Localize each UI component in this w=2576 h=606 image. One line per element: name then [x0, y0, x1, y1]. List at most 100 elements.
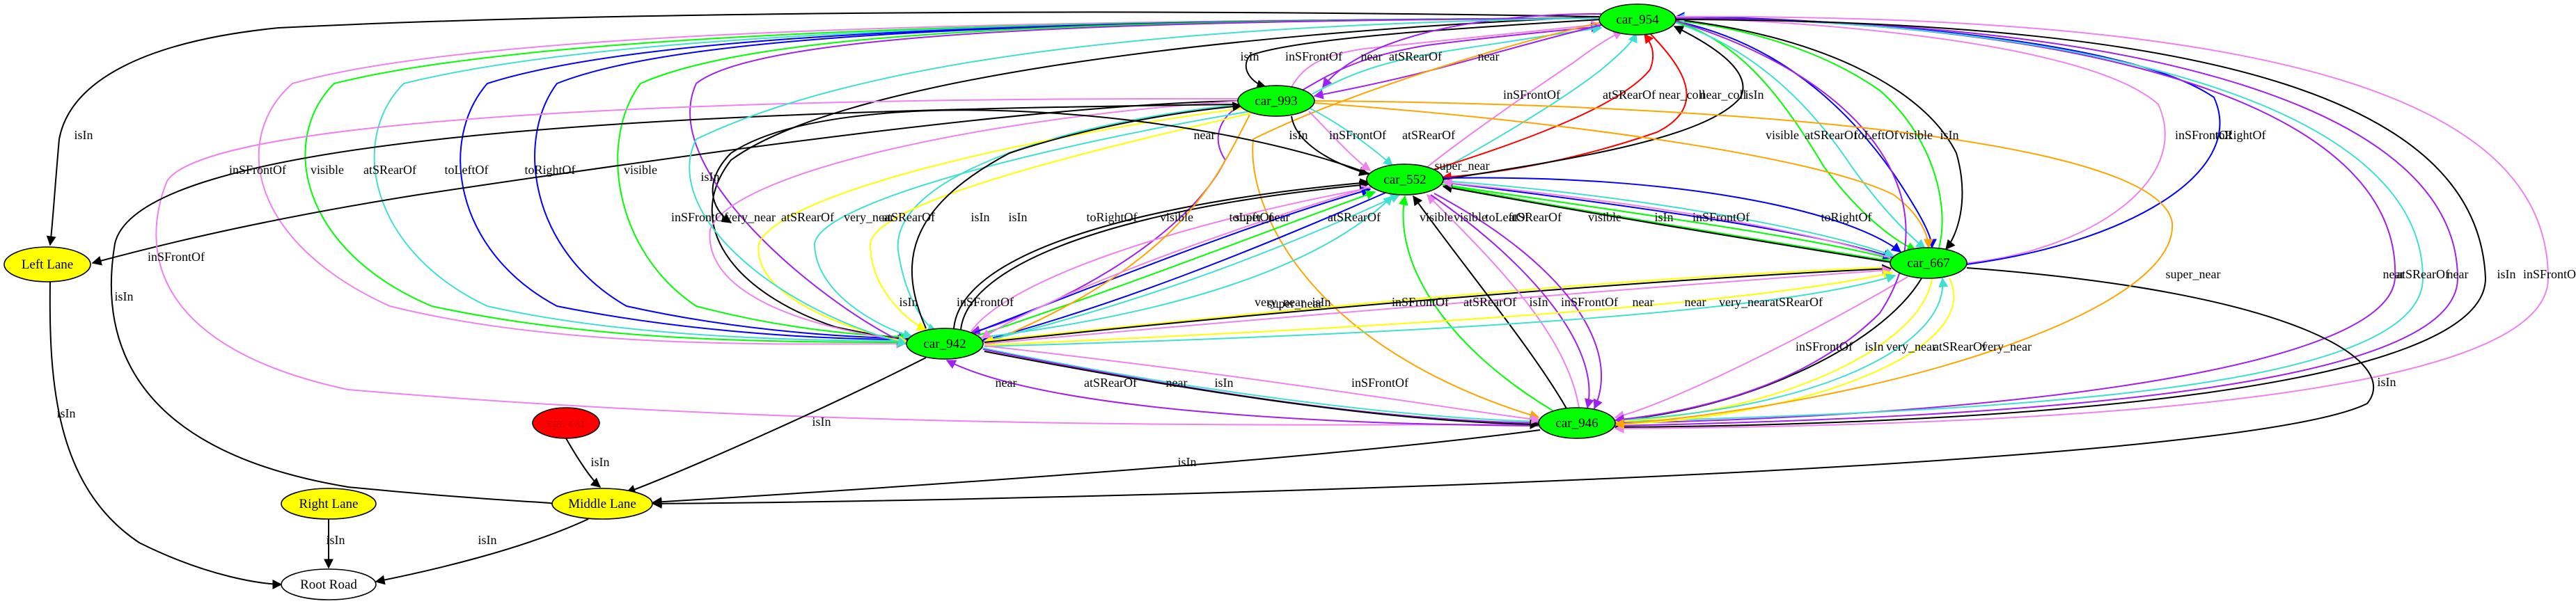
edge-near-car_954-to-car_946: [1614, 17, 2459, 431]
node-shape: [551, 488, 653, 520]
edge-atSRearOf-car_942-to-car_552: [984, 193, 1401, 342]
edge-inSFrontOf-car_993-to-car_552: [1308, 111, 1372, 171]
edge-label-atSRearOf: atSRearOf: [1328, 210, 1381, 224]
node-car-946[interactable]: car_946: [1538, 407, 1616, 439]
edge-label-near: near: [2447, 267, 2469, 281]
edge-label-super_near: super_near: [1435, 159, 1490, 173]
edge-isIn-car_993-to-car_552: [1291, 115, 1369, 176]
edge-label-isIn: isIn: [971, 210, 990, 224]
node-car-993[interactable]: car_993: [1237, 85, 1315, 117]
edge-toRightOf-car_552-to-car_667: [1443, 177, 1902, 253]
edge-isIn-left_lane-to-root_road: [49, 281, 283, 589]
edge-atSRearOf-car_954-to-car_942: [689, 17, 1600, 346]
node-label: car_552: [1383, 173, 1426, 187]
edge-label-inSFrontOf: inSFrontOf: [1285, 49, 1342, 63]
node-shape: [906, 328, 984, 360]
edge-label-near: near: [1633, 295, 1654, 309]
edge-atSRearOf-car_993-to-car_552: [1308, 107, 1394, 166]
edge-label-isIn: isIn: [327, 533, 345, 547]
edge-super_near-car_993-to-car_942: [984, 114, 1250, 345]
edge-label-isIn: isIn: [1178, 455, 1197, 469]
edge-label-inSFrontOf: inSFrontOf: [1693, 210, 1750, 224]
edge-label-very_near: very_near: [725, 210, 776, 224]
edge-label-inSFrontOf: inSFrontOf: [1351, 376, 1408, 390]
edge-label-isIn: isIn: [591, 455, 610, 469]
edge-isIn-car_954-to-car_667: [1675, 19, 1963, 250]
edge-label-super_near: super_near: [1268, 296, 1323, 310]
edge-label-atSRearOf: atSRearOf: [781, 210, 834, 224]
node-middle-lane[interactable]: Middle Lane: [551, 488, 653, 520]
edge-visible-car_954-to-car_667: [1674, 20, 1917, 252]
edge-label-isIn: isIn: [1745, 88, 1764, 102]
edge-label-visible: visible: [1454, 210, 1487, 224]
edge-inSFrontOf-car_667-to-car_946: [1614, 276, 1908, 420]
edge-isIn-middle_lane-to-root_road: [375, 518, 589, 585]
edge-isIn-car_993-to-left_lane: [91, 100, 1240, 266]
edge-label-isIn: isIn: [478, 533, 497, 547]
node-ego-car[interactable]: ego car: [532, 407, 600, 439]
edge-label-inSFrontOf: inSFrontOf: [957, 295, 1014, 309]
edge-near-car_552-to-car_946: [1430, 194, 1594, 409]
edge-atSRearOf-car_552-to-car_954: [1440, 32, 1638, 170]
edge-label-visible: visible: [1766, 128, 1799, 142]
node-shape: [1237, 85, 1315, 117]
edge-atSRearOf-car_942-to-car_667: [984, 273, 1896, 347]
edge-label-atSRearOf: atSRearOf: [882, 210, 935, 224]
node-shape: [1890, 247, 1968, 279]
node-shape: [1538, 407, 1616, 439]
node-car-552[interactable]: car_552: [1366, 164, 1444, 196]
edge-inSFrontOf-car_667-to-car_552: [1442, 178, 1898, 261]
node-car-954[interactable]: car_954: [1599, 3, 1676, 35]
edge-atSRearOf-car_552-to-car_667: [1443, 180, 1895, 258]
edge-label-isIn: isIn: [1865, 340, 1884, 353]
edge-isIn-car_954-to-left_lane: [46, 11, 1600, 246]
edge-label-near: near: [996, 376, 1017, 390]
edge-isIn-car_552-to-car_954: [712, 109, 1371, 223]
node-left-lane[interactable]: Left Lane: [3, 246, 91, 282]
edge-label-isIn: isIn: [1940, 128, 1959, 142]
edge-label-isIn: isIn: [900, 295, 918, 309]
node-car-667[interactable]: car_667: [1890, 247, 1968, 279]
edge-atSRearOf-car_993-to-car_942: [813, 111, 1250, 340]
edge-near-car_954-to-car_946: [1614, 17, 2396, 428]
edge-label-inSFrontOf: inSFrontOf: [1392, 295, 1449, 309]
edge-very_near-car_993-to-car_942: [869, 112, 1254, 331]
edge-near-car_954-to-car_942: [689, 17, 1600, 345]
edge-label-very_near: very_near: [1255, 295, 1305, 309]
edge-label-super_near: super_near: [2166, 267, 2221, 281]
edge-label-visible: visible: [1420, 210, 1453, 224]
edge-label-atSRearOf: atSRearOf: [1603, 88, 1656, 102]
edge-label-near: near: [1478, 49, 1500, 63]
edge-label-visible: visible: [311, 163, 344, 177]
edge-label-inSFrontOf: inSFrontOf: [2523, 267, 2576, 281]
node-shape: [3, 246, 91, 282]
edge-label-atSRearOf: atSRearOf: [1402, 128, 1455, 142]
edge-inSFrontOf-car_942-to-car_667: [984, 265, 1892, 344]
edge-labels-layer: isIn inSFrontOf near atSRearOf near inSFrontO…: [57, 49, 2576, 547]
node-root-road[interactable]: Root Road: [281, 568, 377, 600]
edge-near_coll-car_552-to-car_954: [1430, 33, 1654, 171]
edge-visible-car_667-to-car_954: [1674, 17, 1943, 248]
edge-inSFrontOf-car_946-to-car_552: [1427, 194, 1580, 408]
edge-label-inSFrontOf: inSFrontOf: [671, 210, 728, 224]
node-right-lane[interactable]: Right Lane: [281, 488, 377, 520]
edge-label-toLeftOf: toLeftOf: [445, 163, 489, 177]
edge-isIn-car_954-to-car_942: [711, 16, 1600, 344]
edge-super_near-car_993-to-car_667: [1314, 102, 1933, 249]
node-car-942[interactable]: car_942: [906, 328, 984, 360]
edge-label-atSRearOf: atSRearOf: [1805, 128, 1858, 142]
edge-near-car_552-to-car_946: [1434, 193, 1603, 410]
edge-label-toRightOf: toRightOf: [2215, 128, 2265, 142]
edge-visible-car_954-to-car_942: [617, 17, 1600, 342]
edge-label-super_near: super_near: [1235, 210, 1290, 224]
node-shape: [532, 407, 600, 439]
edge-label-visible: visible: [1160, 210, 1193, 224]
edge-inSFrontOf-car_942-to-car_552: [971, 184, 1372, 332]
edge-label-isIn: isIn: [1009, 210, 1028, 224]
edge-inSFrontOf-car_954-to-car_946: [1614, 15, 2550, 433]
edge-label-near: near: [1685, 295, 1706, 309]
edge-isIn-car_942-to-car_946: [984, 351, 1540, 429]
edge-toLeftOf-car_954-to-car_667: [1674, 20, 1937, 249]
edge-label-visible: visible: [624, 163, 657, 177]
